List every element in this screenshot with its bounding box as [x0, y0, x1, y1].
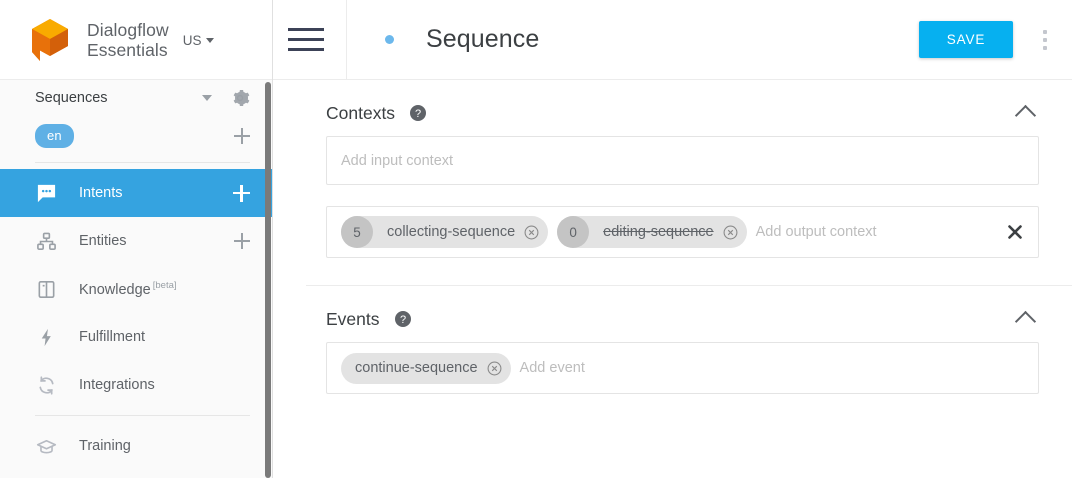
plus-icon-add-entity[interactable]: [234, 233, 250, 249]
brand-line-1: Dialogflow: [87, 19, 169, 40]
context-label: collecting-sequence: [387, 224, 516, 240]
sidebar: Dialogflow Essentials US Sequences en: [0, 0, 273, 478]
remove-circle-icon[interactable]: [524, 225, 539, 240]
sidebar-divider-2: [35, 415, 250, 416]
remove-circle-icon[interactable]: [723, 225, 738, 240]
language-chip-en[interactable]: en: [35, 124, 74, 148]
svg-text:?: ?: [399, 314, 405, 326]
hamburger-menu-icon[interactable]: [288, 27, 324, 52]
sidebar-item-label: Fulfillment: [79, 329, 146, 345]
gear-icon[interactable]: [230, 88, 250, 108]
context-label: editing-sequence: [603, 224, 714, 240]
contexts-title: Contexts: [326, 102, 396, 123]
sidebar-item-intents[interactable]: Intents: [0, 169, 272, 217]
events-title: Events: [326, 308, 380, 329]
sidebar-item-label: Entities: [79, 233, 127, 249]
remove-circle-icon[interactable]: [487, 361, 502, 376]
save-button[interactable]: SAVE: [919, 21, 1013, 58]
main-panel: Sequence SAVE Contexts ?: [273, 0, 1072, 478]
content-area: Contexts ? Add input context: [273, 80, 1072, 394]
sidebar-scrollbar[interactable]: [265, 82, 271, 478]
kebab-menu-icon[interactable]: [1027, 20, 1063, 60]
event-label: continue-sequence: [355, 360, 478, 376]
sidebar-item-label: Integrations: [79, 377, 155, 393]
events-placeholder: Add event: [519, 360, 585, 376]
region-label: US: [182, 33, 202, 48]
region-selector[interactable]: US: [183, 31, 214, 48]
input-context-placeholder: Add input context: [341, 152, 454, 169]
contexts-header: Contexts ?: [326, 80, 1039, 136]
dialogflow-cube-logo-icon: [27, 16, 73, 64]
caret-down-icon[interactable]: [202, 95, 212, 101]
brand-line-2: Essentials: [87, 39, 168, 60]
agent-name: Sequences: [35, 90, 108, 106]
sidebar-item-knowledge[interactable]: Knowledge[beta]: [0, 265, 272, 313]
output-context-chip[interactable]: 0 editing-sequence: [557, 216, 747, 248]
events-field[interactable]: continue-sequence Add event: [326, 342, 1039, 394]
book-icon: [35, 278, 57, 300]
chevron-up-icon-contexts[interactable]: [1014, 104, 1037, 126]
help-circle-icon[interactable]: ?: [410, 105, 427, 121]
sidebar-item-entities[interactable]: Entities: [0, 217, 272, 265]
spacer: [326, 185, 1039, 206]
output-context-placeholder: Add output context: [755, 224, 877, 240]
agent-selector-row[interactable]: Sequences: [0, 80, 272, 116]
event-chip[interactable]: continue-sequence: [341, 352, 511, 384]
output-context-chip[interactable]: 5 collecting-sequence: [341, 216, 549, 248]
beta-badge: [beta]: [152, 280, 177, 292]
output-context-field[interactable]: 5 collecting-sequence 0 editing-sequence: [326, 206, 1039, 258]
contexts-section: Contexts ? Add input context: [273, 80, 1072, 258]
sync-arrows-icon: [35, 374, 57, 396]
context-lifespan-badge[interactable]: 5: [341, 216, 373, 248]
toolbar-divider: [346, 0, 347, 80]
input-context-field[interactable]: Add input context: [326, 136, 1039, 185]
sidebar-item-training[interactable]: Training: [0, 422, 272, 470]
help-circle-icon[interactable]: ?: [394, 311, 411, 327]
sidebar-item-label: Knowledge[beta]: [79, 280, 177, 298]
close-x-icon-clear-contexts[interactable]: [1006, 223, 1024, 241]
sidebar-item-fulfillment[interactable]: Fulfillment: [0, 313, 272, 361]
blue-status-dot-icon: [385, 35, 394, 44]
sidebar-divider: [35, 162, 250, 163]
plus-icon-add-language[interactable]: [234, 128, 250, 144]
svg-text:?: ?: [415, 108, 421, 120]
plus-icon-add-intent[interactable]: [233, 184, 250, 202]
top-bar: Sequence SAVE: [273, 0, 1072, 80]
context-lifespan-badge[interactable]: 0: [557, 216, 590, 248]
sidebar-item-integrations[interactable]: Integrations: [0, 361, 272, 409]
chevron-up-icon-events[interactable]: [1014, 310, 1037, 332]
sidebar-item-label: Intents: [79, 185, 123, 201]
lightning-bolt-icon: [35, 326, 57, 348]
brand-name: Dialogflow Essentials: [87, 20, 169, 60]
brand-header[interactable]: Dialogflow Essentials US: [0, 0, 272, 80]
caret-down-icon: [205, 38, 214, 43]
graduation-cap-icon: [35, 435, 57, 457]
hierarchy-icon: [35, 230, 57, 252]
language-row: en: [0, 116, 272, 156]
events-section: Events ? continue-sequence: [273, 286, 1072, 394]
section-divider: [306, 285, 1072, 286]
events-header: Events ?: [326, 286, 1039, 342]
chat-bubble-icon: [35, 182, 57, 204]
sidebar-item-label: Training: [79, 438, 131, 454]
page-title: Sequence: [426, 25, 540, 53]
